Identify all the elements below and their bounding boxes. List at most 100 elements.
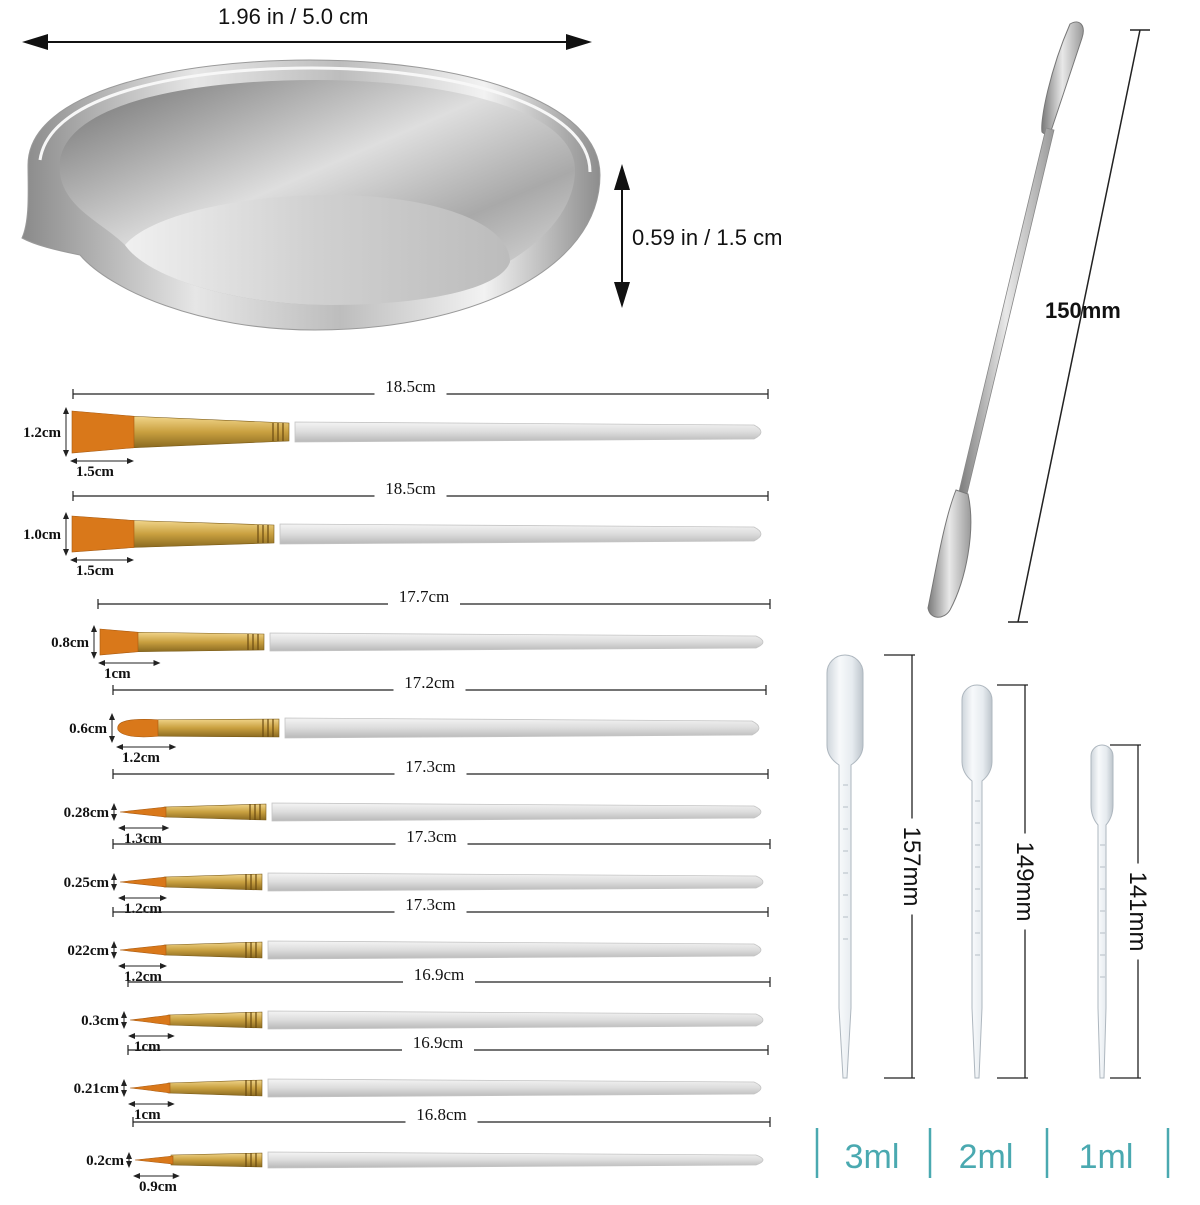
arrow-down: [63, 450, 69, 457]
arrow-left: [118, 825, 125, 831]
brush-length-label: 17.7cm: [399, 587, 450, 606]
brush-ferrule: [131, 415, 290, 449]
pipette-body: [826, 654, 864, 1079]
dish-width-label: 1.96 in / 5.0 cm: [218, 4, 369, 29]
arrow-right: [167, 1101, 175, 1107]
pipette-label-bg: [1011, 833, 1039, 930]
arrow-up: [63, 512, 69, 519]
pipette-label-bg: [1124, 863, 1152, 960]
dish-height-label: 0.59 in / 1.5 cm: [632, 225, 783, 250]
brush-head-height-label: 0.28cm: [64, 805, 110, 821]
arrow-up: [121, 1011, 127, 1018]
arrow-right: [127, 557, 134, 563]
spatula-length-label: 150mm: [1045, 298, 1121, 323]
arrow-up: [111, 941, 117, 948]
brush-head-height-label: 0.2cm: [86, 1153, 124, 1169]
brush-label-bg: [395, 828, 468, 848]
pipette-body: [961, 684, 993, 1079]
arrow-up: [63, 407, 69, 414]
brush-head-width-label: 1.2cm: [122, 750, 160, 766]
arrow-down: [111, 952, 117, 959]
brush-length-label: 17.3cm: [406, 827, 457, 846]
brush-ferrule: [170, 1152, 263, 1168]
arrow-up: [111, 803, 117, 810]
brush-head-height-label: 022cm: [67, 943, 109, 959]
brush-label-bg: [394, 758, 467, 778]
arrow-right: [160, 895, 167, 901]
pipette-label-bg: [898, 818, 926, 915]
arrow-left: [98, 660, 105, 666]
brush-handle: [267, 872, 764, 892]
brush-head-width-label: 1cm: [134, 1107, 161, 1123]
brush-bristles: [129, 1014, 171, 1026]
brush-bristles: [119, 876, 167, 888]
arrow-right: [169, 744, 177, 750]
brush-ferrule: [163, 873, 263, 891]
brush-length-label: 18.5cm: [385, 479, 436, 498]
arrow-right: [160, 963, 167, 969]
arrow-up: [111, 873, 117, 880]
brush-ferrule: [163, 941, 263, 959]
brush-head-width-label: 1.5cm: [76, 563, 114, 579]
arrow-right: [172, 1173, 180, 1179]
brush-handle: [267, 1151, 764, 1169]
spatula-section: 150mm: [900, 10, 1200, 630]
arrow-left: [128, 1101, 135, 1107]
arrow-down: [63, 549, 69, 556]
brush-head-height-label: 1.2cm: [23, 425, 61, 441]
brush-handle: [279, 523, 762, 545]
pipette-length-label: 149mm: [1011, 841, 1038, 921]
brush-bristles: [129, 1082, 171, 1094]
brush-length-label: 18.5cm: [385, 377, 436, 396]
arrow-right: [127, 458, 134, 464]
dish-graphic: [21, 34, 630, 331]
brush-bristles: [119, 944, 167, 956]
brush-label-bg: [394, 896, 467, 916]
arrow-down: [109, 736, 115, 743]
brush-ferrule: [135, 631, 265, 653]
brush-head-height-label: 0.6cm: [69, 721, 107, 737]
arrow-left: [118, 895, 125, 901]
arrow-up: [109, 713, 115, 720]
arrow-left: [70, 557, 77, 563]
brush-label-bg: [393, 674, 466, 694]
brush-head-height-label: 0.21cm: [74, 1081, 120, 1097]
brush-label-bg: [374, 480, 447, 500]
brush-head-width-label: 1cm: [134, 1039, 161, 1055]
arrow-left: [70, 458, 77, 464]
arrow-left: [128, 1033, 135, 1039]
brush-ferrule: [163, 803, 267, 821]
brush-length-label: 16.8cm: [416, 1105, 467, 1124]
arrow-up: [126, 1152, 132, 1159]
brush-handle: [294, 421, 762, 443]
arrow-right: [167, 1033, 175, 1039]
pipette-length-label: 157mm: [898, 826, 925, 906]
brush-handle: [271, 802, 762, 822]
arrow-down: [111, 814, 117, 821]
brush-length-label: 17.3cm: [405, 757, 456, 776]
pipette-volume-label: 1ml: [1079, 1138, 1134, 1176]
brush-label-bg: [405, 1106, 478, 1126]
brush-length-label: 16.9cm: [414, 965, 465, 984]
brush-handle: [267, 940, 762, 960]
brush-ferrule: [167, 1079, 263, 1097]
brush-head-height-label: 0.25cm: [64, 875, 110, 891]
brush-4: 17.2cm 0.6cm 1.2cm: [69, 673, 767, 766]
brush-bristles: [119, 806, 167, 818]
brush-head-width-label: 0.9cm: [139, 1179, 177, 1195]
brush-10: 16.8cm 0.2cm 0.9cm: [86, 1105, 771, 1195]
arrow-down: [126, 1161, 132, 1168]
brush-length-label: 17.2cm: [404, 673, 455, 692]
brush-handle: [267, 1078, 762, 1098]
brush-bristles: [134, 1155, 174, 1165]
brush-head-width-label: 1cm: [104, 666, 131, 682]
